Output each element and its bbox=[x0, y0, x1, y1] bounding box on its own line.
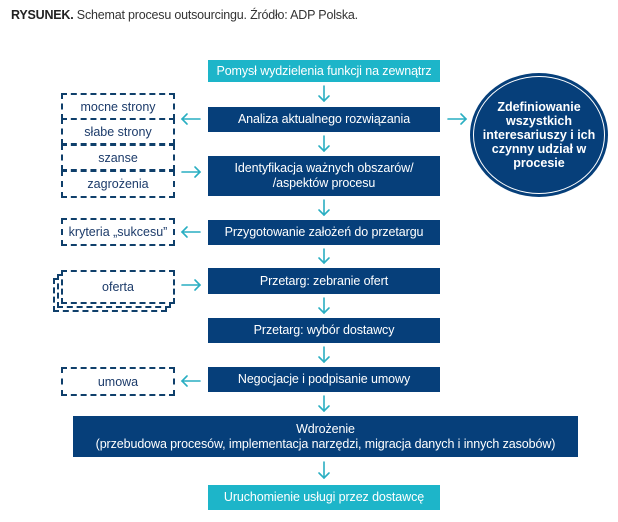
step-analysis: Analiza aktualnego rozwiązania bbox=[208, 107, 440, 132]
arrow-down-icon bbox=[318, 461, 330, 480]
figure-caption: RYSUNEK. Schemat procesu outsourcingu. Ź… bbox=[11, 8, 358, 22]
step-launch: Uruchomienie usługi przez dostawcę bbox=[208, 485, 440, 510]
swot-threats: zagrożenia bbox=[61, 170, 175, 198]
step-identification: Identyfikacja ważnych obszarów/ /aspektó… bbox=[208, 156, 440, 196]
arrow-right-icon bbox=[181, 279, 202, 291]
step-label: Uruchomienie usługi przez dostawcę bbox=[223, 490, 425, 504]
arrow-down-icon bbox=[318, 199, 330, 217]
arrow-down-icon bbox=[318, 248, 330, 265]
arrow-down-icon bbox=[318, 346, 330, 364]
step-negotiation: Negocjacje i podpisanie umowy bbox=[208, 367, 440, 392]
step-label: Pomysł wydzielenia funkcji na zewnątrz bbox=[216, 63, 432, 78]
step-implementation: Wdrożenie (przebudowa procesów, implemen… bbox=[73, 416, 578, 457]
step-label: Przygotowanie założeń do przetargu bbox=[224, 225, 424, 239]
stakeholders-label: Zdefiniowanie wszystkich interesariuszy … bbox=[482, 100, 596, 170]
step-tender-offers: Przetarg: zebranie ofert bbox=[208, 268, 440, 294]
criteria-label: kryteria „sukcesu” bbox=[68, 225, 168, 239]
step-idea: Pomysł wydzielenia funkcji na zewnątrz bbox=[208, 60, 440, 82]
stakeholders-circle: Zdefiniowanie wszystkich interesariuszy … bbox=[470, 73, 608, 197]
arrow-down-icon bbox=[318, 135, 330, 153]
swot-opportunities: szanse bbox=[61, 144, 175, 171]
contract-label: umowa bbox=[97, 374, 139, 389]
swot-weaknesses: słabe strony bbox=[61, 118, 175, 145]
arrow-down-icon bbox=[318, 297, 330, 315]
swot-label: słabe strony bbox=[84, 124, 152, 139]
offer-box: oferta bbox=[61, 270, 175, 304]
success-criteria-box: kryteria „sukcesu” bbox=[61, 218, 175, 246]
arrow-right-icon bbox=[181, 166, 202, 178]
swot-strengths: mocne strony bbox=[61, 93, 175, 120]
arrow-down-icon bbox=[318, 85, 330, 103]
caption-text: Schemat procesu outsourcingu. Źródło: AD… bbox=[73, 8, 358, 22]
step-label: Przetarg: wybór dostawcy bbox=[253, 323, 395, 337]
arrow-left-icon bbox=[180, 113, 201, 125]
arrow-right-icon bbox=[447, 113, 468, 125]
step-tender-selection: Przetarg: wybór dostawcy bbox=[208, 318, 440, 343]
swot-label: szanse bbox=[98, 150, 138, 165]
arrow-down-icon bbox=[318, 395, 330, 413]
step-label: Negocjacje i podpisanie umowy bbox=[237, 372, 411, 386]
arrow-left-icon bbox=[180, 226, 201, 238]
contract-box: umowa bbox=[61, 367, 175, 396]
step-tender-prep: Przygotowanie założeń do przetargu bbox=[208, 220, 440, 245]
arrow-left-icon bbox=[180, 375, 201, 387]
offer-label: oferta bbox=[102, 280, 134, 294]
step-label: Wdrożenie (przebudowa procesów, implemen… bbox=[95, 421, 556, 451]
step-label: Identyfikacja ważnych obszarów/ /aspektó… bbox=[234, 161, 414, 190]
caption-label: RYSUNEK. bbox=[11, 8, 74, 22]
step-label: Przetarg: zebranie ofert bbox=[259, 273, 389, 288]
step-label: Analiza aktualnego rozwiązania bbox=[237, 112, 411, 126]
swot-label: mocne strony bbox=[80, 99, 156, 114]
swot-label: zagrożenia bbox=[87, 177, 149, 191]
circle-ring bbox=[473, 76, 605, 194]
